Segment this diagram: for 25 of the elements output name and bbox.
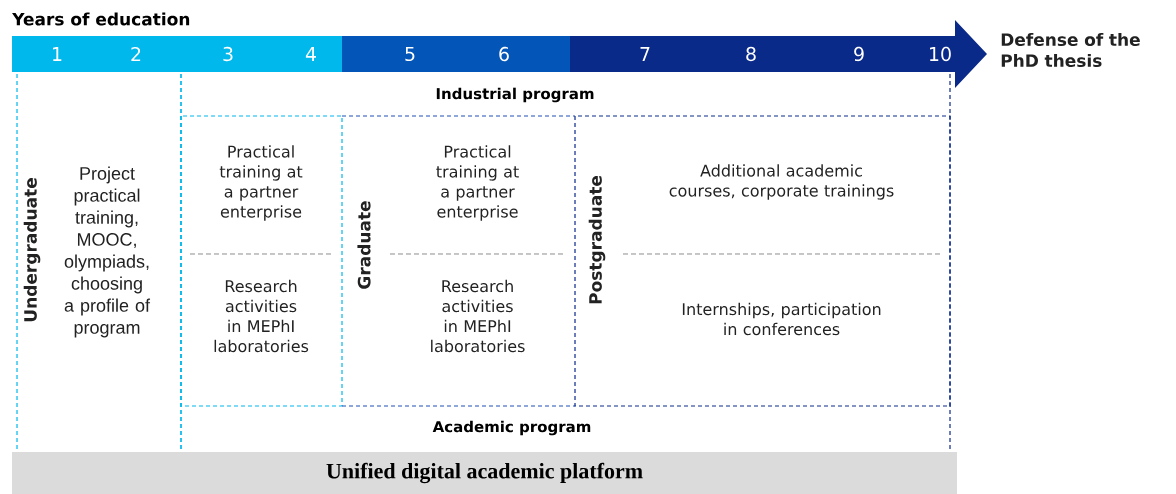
year-number: 3 [223,46,233,62]
year-number: 7 [640,47,650,61]
platform-band: Unified digital academic platform [12,452,957,494]
vertical-heading: Graduate [357,201,371,289]
year-number: 8 [746,46,756,62]
program-label: Academic program [432,420,591,436]
box-text: Research activities in MEPhI laboratories [431,279,525,353]
year-number: 10 [930,46,951,62]
box-text: Project practical training, MOOC, olympiads, choosing a profile of program [64,166,151,338]
milestone-label: Defense of the PhD thesis [1001,32,1140,68]
year-number: 5 [405,46,415,62]
box-text: Practical training at a partner enterprise [219,145,303,221]
year-number: 9 [854,46,864,62]
vertical-heading: Undergraduate [23,178,41,322]
program-label: Industrial program [436,87,594,103]
title: Years of education [12,12,190,26]
year-number: 4 [305,47,316,61]
year-number: 2 [131,46,141,62]
box-text: Additional academic courses, corporate trainings [669,164,894,200]
vertical-heading: Postgraduate [588,175,606,304]
year-number: 1 [53,47,62,61]
box-text: Practical training at a partner enterprise [436,145,519,221]
box-text: Research activities in MEPhI laboratories [214,279,309,353]
box-text: Internships, participation in conferences [682,302,881,336]
year-number: 6 [499,46,509,62]
